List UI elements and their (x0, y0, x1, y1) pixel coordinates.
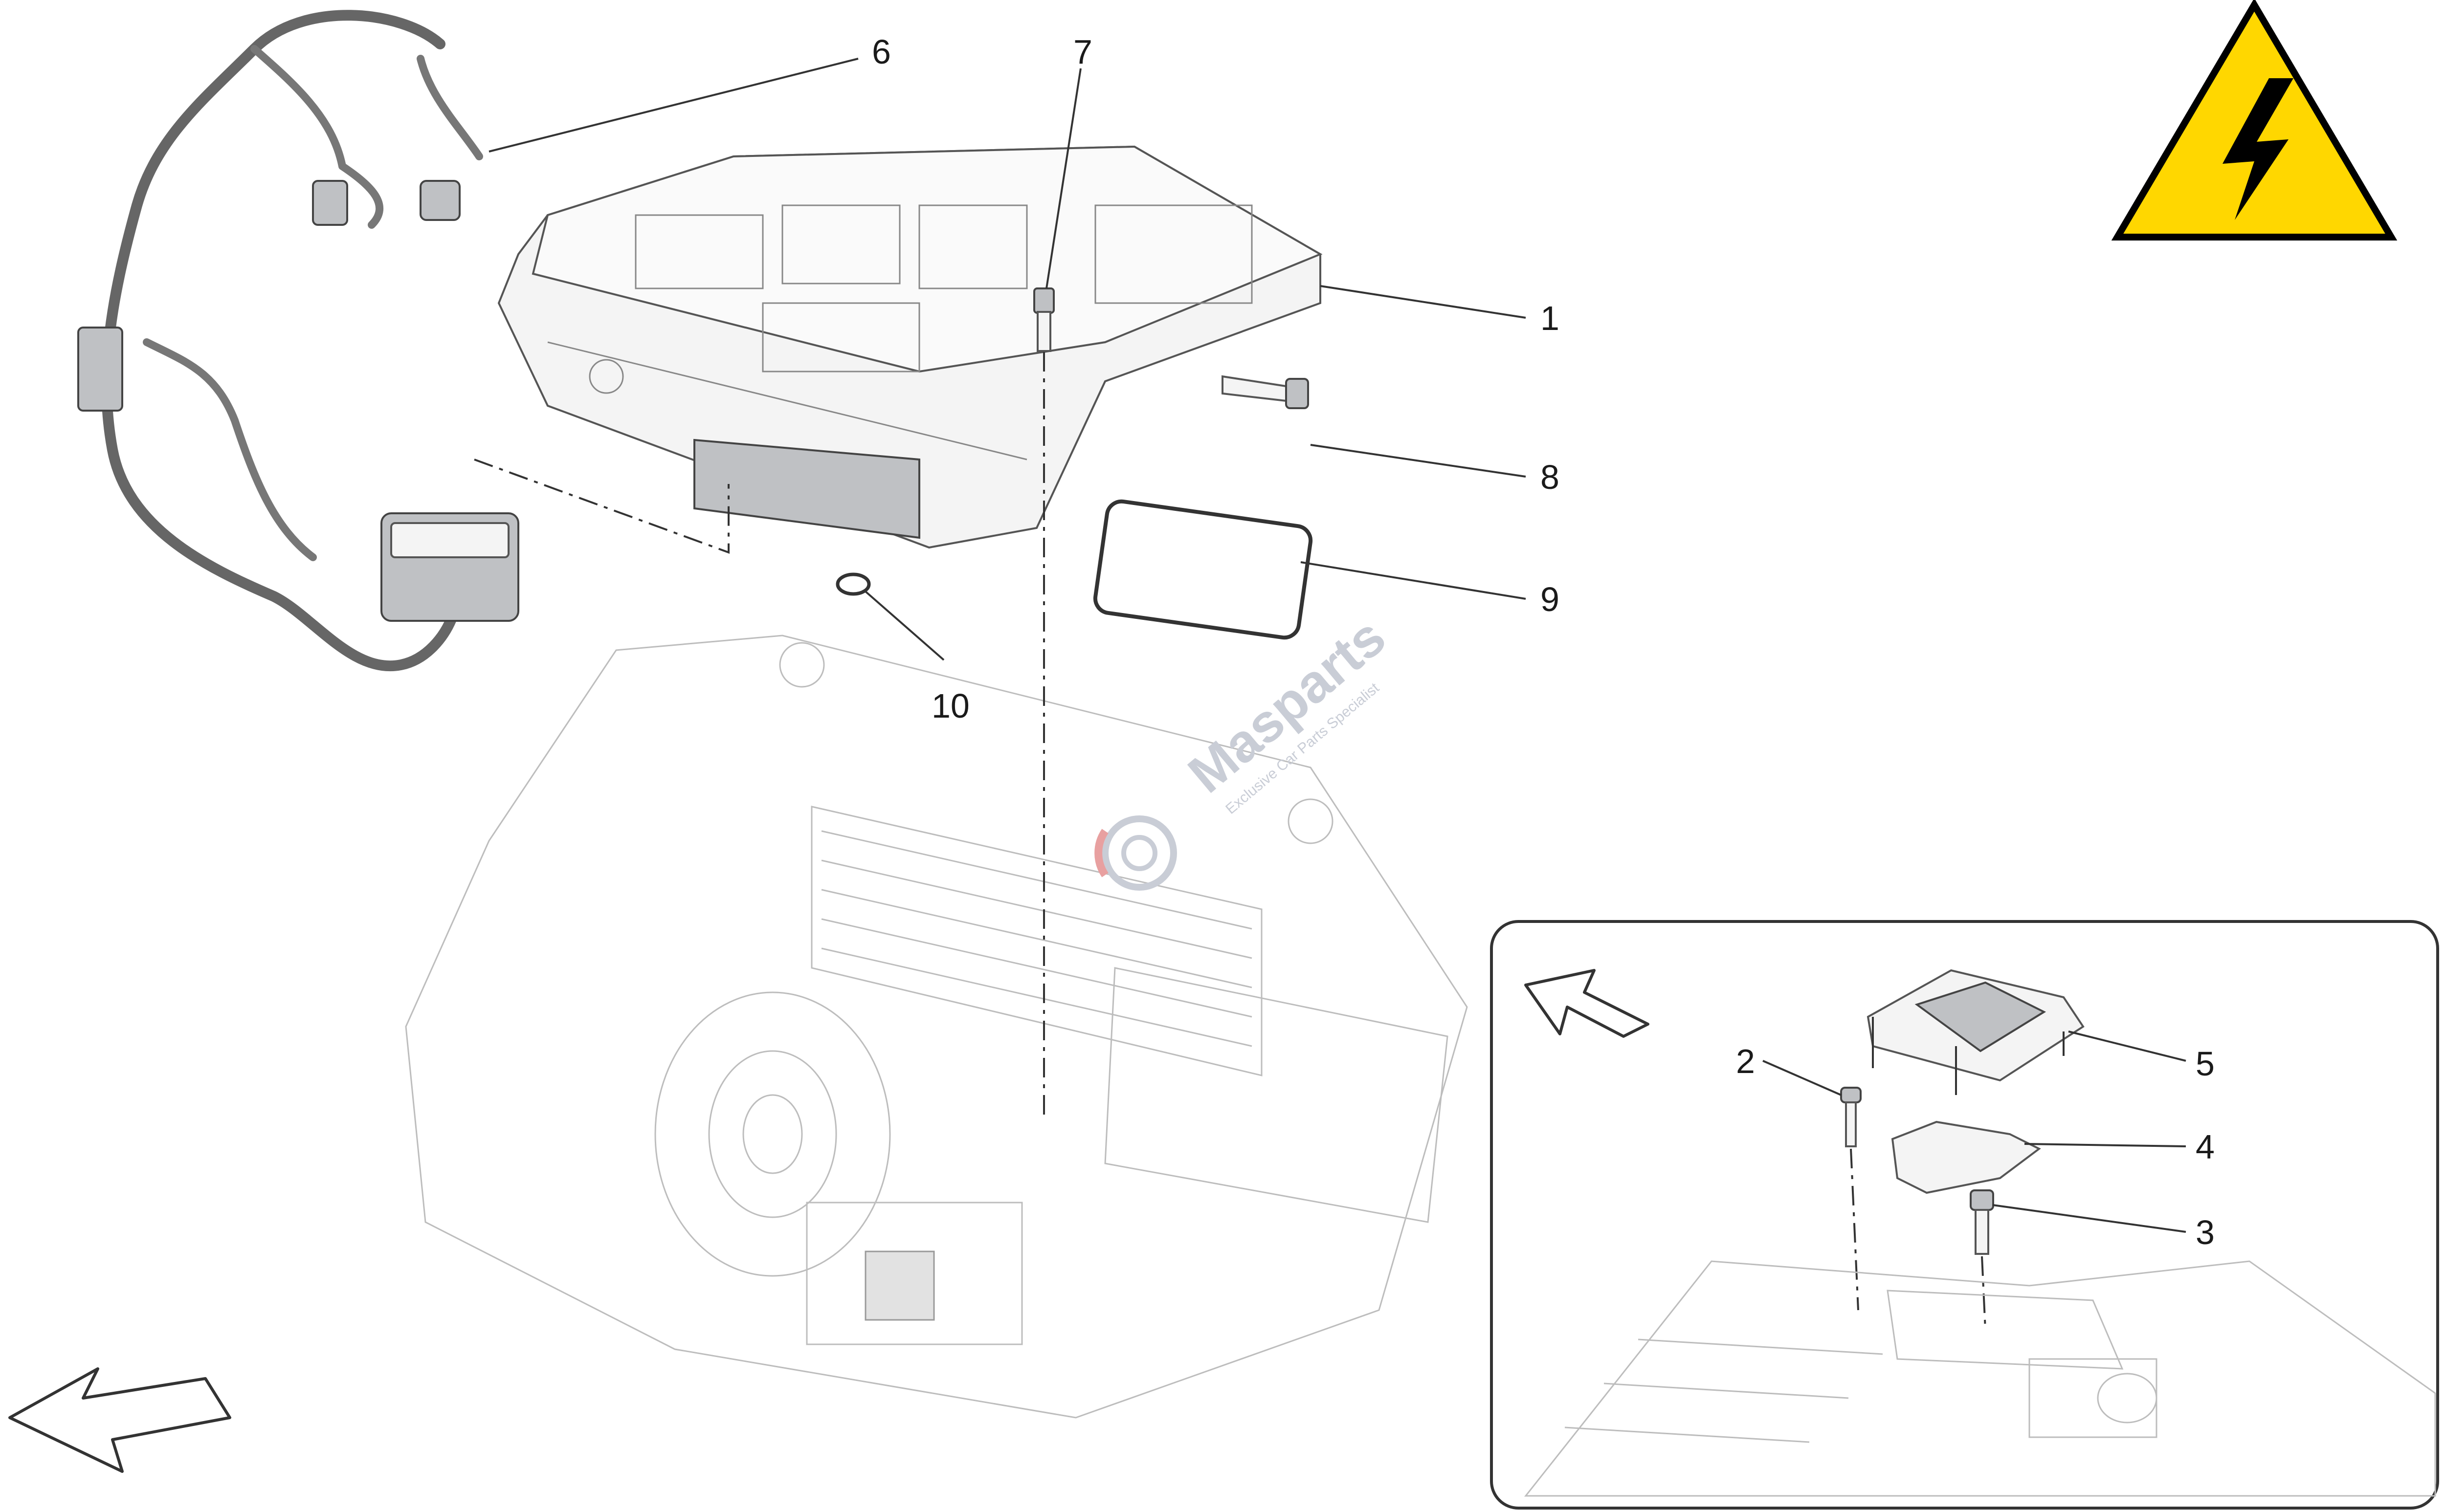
callout-5: 5 (2196, 1045, 2215, 1083)
detail-inset: 2 5 4 3 (1490, 920, 2439, 1510)
callout-10: 10 (932, 687, 970, 725)
seal-4 (1891, 1120, 2041, 1194)
callout-6: 6 (872, 33, 891, 71)
callout-7: 7 (1073, 33, 1092, 71)
callout-2: 2 (1736, 1042, 1755, 1080)
inset-direction-arrow-icon (1524, 969, 1649, 1038)
callout-1: 1 (1540, 299, 1559, 337)
bolt-8 (1222, 375, 1309, 409)
cover-plate-5 (1867, 969, 2085, 1095)
gasket-9 (1093, 499, 1313, 640)
watermark: Masparts Exclusive Car Parts Specialist (1094, 607, 1397, 891)
callout-9: 9 (1540, 580, 1559, 618)
callout-3: 3 (2196, 1213, 2215, 1251)
inverter-unit (497, 145, 1323, 549)
o-ring-10 (836, 572, 871, 596)
bolt-7 (1033, 287, 1055, 352)
wiring-harness (77, 10, 519, 672)
callouts-main: 6 7 1 8 9 10 (872, 33, 1559, 725)
callout-8: 8 (1540, 458, 1559, 496)
assembly-lines (474, 352, 1045, 1115)
bolt-3 (1970, 1189, 1994, 1255)
electric-drive-unit (405, 635, 1468, 1419)
direction-arrow-icon (8, 1367, 231, 1473)
leader-lines (489, 58, 1526, 661)
callout-4: 4 (2196, 1128, 2215, 1166)
high-voltage-warning-icon (2111, 0, 2398, 241)
